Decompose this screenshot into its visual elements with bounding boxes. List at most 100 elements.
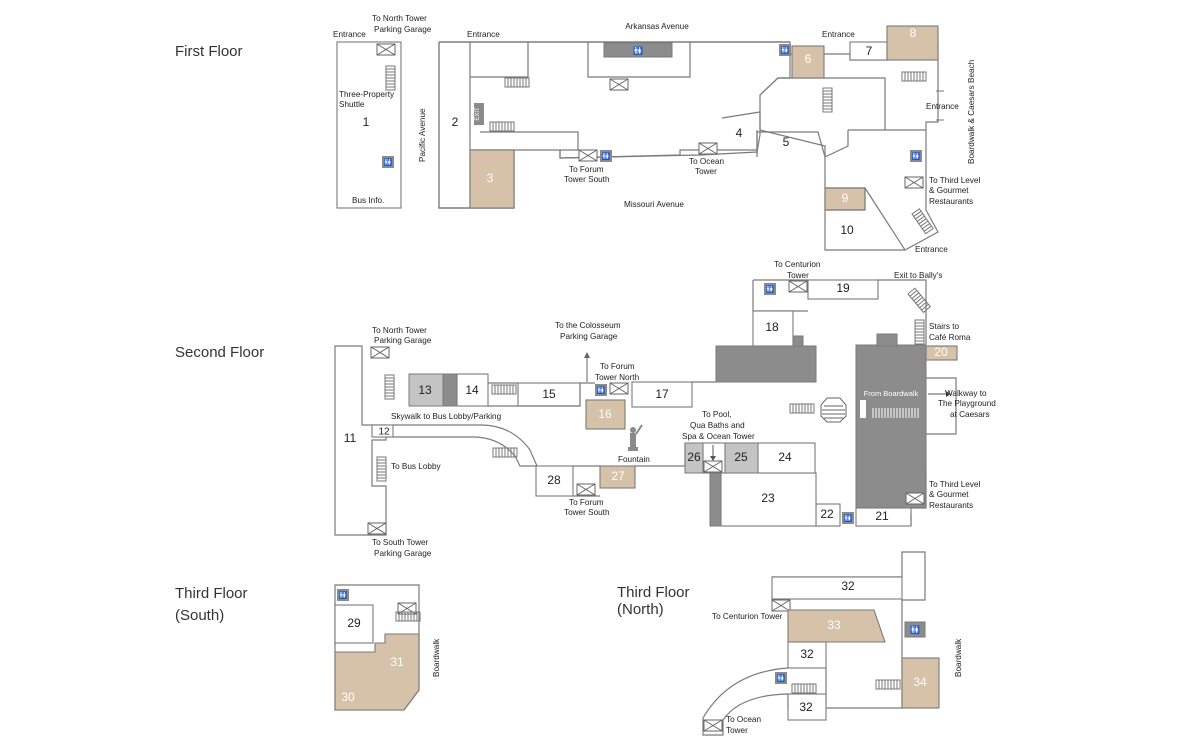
- room-32-bottom[interactable]: [787, 693, 827, 721]
- fountain-statue-icon: [628, 424, 643, 451]
- room-28[interactable]: [535, 465, 574, 497]
- room-25[interactable]: [724, 442, 759, 474]
- stairs-cafe-label-2: Café Roma: [929, 333, 971, 342]
- gaming-area-block: [715, 345, 817, 383]
- room-4-walls[interactable]: [721, 111, 761, 153]
- elevator-icon: [376, 43, 396, 56]
- room-25-number: 25: [734, 450, 748, 464]
- walkway-label-3: at Caesars: [950, 410, 990, 419]
- walkway-walls: [926, 377, 957, 435]
- room-5-walls[interactable]: [756, 131, 826, 158]
- service-block: [442, 373, 458, 407]
- to-forum-south-label-2: Tower South: [564, 175, 610, 184]
- stairs-icon: [875, 679, 901, 690]
- to-centurion-label-2: Tower: [787, 271, 809, 280]
- to-forum-north-label-1: To Forum: [600, 362, 635, 371]
- room-14[interactable]: [456, 373, 489, 407]
- stairs-icon: [492, 447, 518, 458]
- room-28-number: 28: [547, 473, 561, 487]
- colosseum-label-2: Parking Garage: [560, 332, 618, 341]
- wall: [910, 470, 927, 526]
- entrance-label: Entrance: [822, 30, 855, 39]
- room-24[interactable]: [757, 442, 816, 474]
- room-9-number: 9: [842, 191, 849, 205]
- room-20[interactable]: [925, 345, 958, 361]
- third-floor-south: 29 31 30 Boardwalk: [334, 584, 441, 711]
- room-16[interactable]: [585, 399, 626, 430]
- exit-sign-icon: [474, 103, 484, 125]
- skywalk-path[interactable]: [393, 424, 538, 467]
- elevator-icon: [609, 382, 629, 395]
- room-27-number: 27: [611, 469, 625, 483]
- door-mark: [860, 400, 866, 418]
- wall: [635, 443, 686, 467]
- restroom-block: [904, 621, 926, 638]
- stairs-icon: [911, 208, 934, 235]
- fountain-label: Fountain: [618, 455, 650, 464]
- room-17[interactable]: [631, 381, 693, 408]
- room-33[interactable]: [787, 609, 886, 643]
- room-19[interactable]: [807, 279, 879, 300]
- to-third-label-3: Restaurants: [929, 501, 973, 510]
- stairs-cafe-label-1: Stairs to: [929, 322, 959, 331]
- room-18-number: 18: [765, 320, 779, 334]
- room-34[interactable]: [901, 657, 940, 709]
- walkway-label-2: The Playground: [938, 399, 996, 408]
- room-11[interactable]: [334, 345, 387, 536]
- gaming-area-block: [792, 335, 804, 347]
- boardwalk-hall[interactable]: [855, 344, 927, 509]
- exit-ballys-label: Exit to Bally's: [894, 271, 942, 280]
- curved-corridor[interactable]: [702, 667, 826, 736]
- third-floor-south-title-line2: (South): [175, 607, 224, 624]
- room-30-31[interactable]: [334, 633, 420, 711]
- restroom-icon: [595, 384, 607, 396]
- spiral-stairs-icon: [820, 397, 847, 423]
- shuttle-label-1: Three-Property: [339, 90, 395, 99]
- room-27[interactable]: [599, 465, 636, 489]
- room-1[interactable]: [336, 41, 402, 209]
- boardwalk-beach-label: Boardwalk & Caesars Beach: [967, 59, 976, 164]
- room-6-number: 6: [805, 52, 812, 66]
- room-10-walls[interactable]: [825, 187, 906, 251]
- room-8[interactable]: [886, 25, 939, 61]
- room-17-number: 17: [655, 387, 669, 401]
- stairs-icon: [384, 374, 395, 400]
- boardwalk-label: Boardwalk: [432, 638, 441, 677]
- room-29[interactable]: [334, 604, 374, 644]
- colosseum-label-1: To the Colosseum: [555, 321, 621, 330]
- third-floor-north-title-line2: (North): [617, 601, 664, 618]
- room-33-number: 33: [827, 618, 841, 632]
- elevator-icon: [367, 522, 387, 535]
- elevator-icon: [698, 142, 718, 155]
- bus-info-label: Bus Info.: [352, 196, 384, 205]
- to-third-label-3: Restaurants: [929, 197, 973, 206]
- to-south-garage-label-1: To South Tower: [372, 538, 429, 547]
- stairs-icon: [872, 408, 919, 418]
- first-floor-partitions: [469, 42, 579, 208]
- to-centurion-label: To Centurion Tower: [712, 612, 783, 621]
- room-32-mid[interactable]: [787, 641, 827, 669]
- room-13[interactable]: [408, 373, 444, 407]
- stairs-icon: [504, 77, 530, 88]
- to-forum-north-label-2: Tower North: [595, 373, 640, 382]
- restroom-icon: [382, 156, 394, 168]
- room-21-number: 21: [875, 509, 889, 523]
- to-north-garage-label-1: To North Tower: [372, 326, 427, 335]
- restroom-icon: [779, 44, 791, 56]
- stairs-icon: [489, 121, 515, 132]
- to-north-garage-label-2: Parking Garage: [374, 336, 432, 345]
- room-6[interactable]: [791, 45, 825, 79]
- to-ocean-label-1: To Ocean: [726, 715, 761, 724]
- second-floor: 11 12 To North Tower Parking Garage To B…: [334, 260, 996, 558]
- room-3[interactable]: [469, 149, 515, 209]
- room-32-top[interactable]: [771, 576, 903, 600]
- arkansas-block: [587, 42, 691, 78]
- stairs-icon: [789, 403, 815, 414]
- room-7-number: 7: [866, 44, 873, 58]
- room-2-number: 2: [452, 115, 459, 129]
- room-15-number: 15: [542, 387, 556, 401]
- room-12[interactable]: [371, 424, 394, 438]
- service-block: [709, 472, 722, 527]
- room-29-number: 29: [347, 616, 361, 630]
